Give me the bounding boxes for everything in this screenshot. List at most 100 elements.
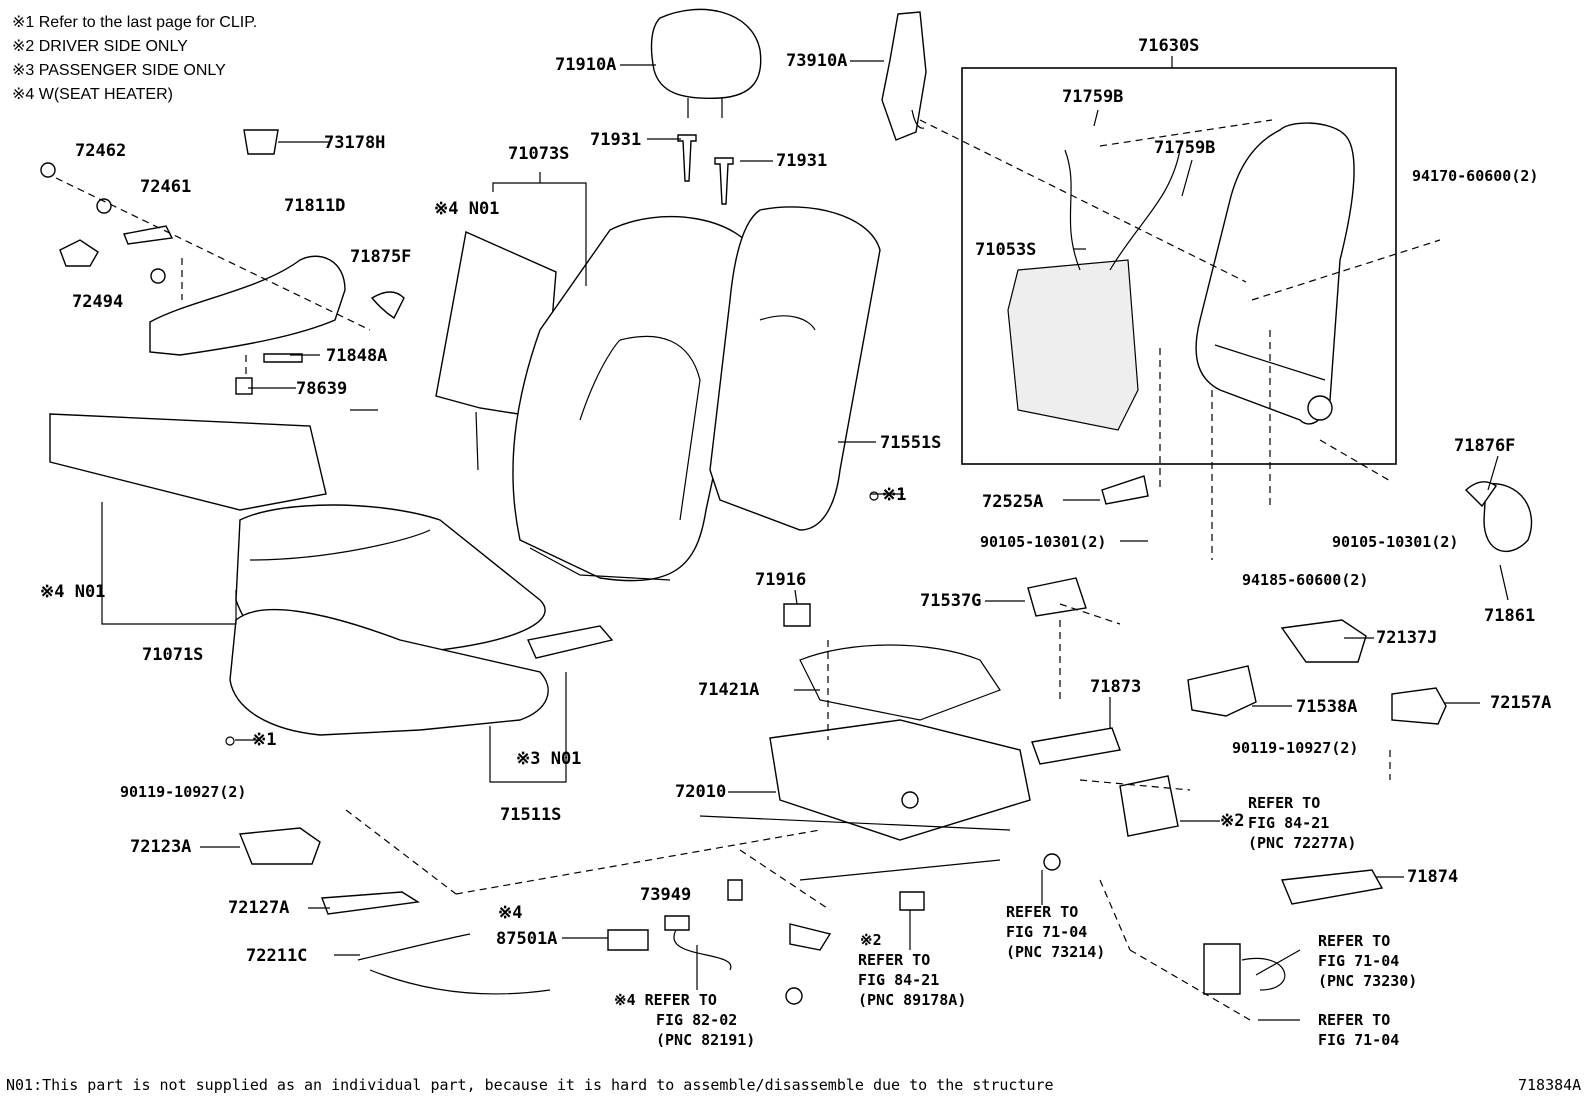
label-71511S[interactable]: 71511S [500, 805, 561, 825]
leader-lines [101, 60, 1509, 1021]
label-72137J[interactable]: 72137J [1376, 628, 1437, 648]
label-90105-10301-right[interactable]: 90105-10301(2) [1332, 533, 1458, 551]
label-71071S[interactable]: 71071S [142, 645, 203, 665]
label-71874[interactable]: 71874 [1407, 867, 1458, 887]
label-71421A[interactable]: 71421A [698, 680, 759, 700]
recliner-cover-drawing [40, 129, 405, 395]
svg-text:FIG 71-04: FIG 71-04 [1318, 952, 1399, 970]
svg-text:FIG 84-21: FIG 84-21 [858, 971, 939, 989]
label-72461[interactable]: 72461 [140, 177, 191, 197]
label-71876F[interactable]: 71876F [1454, 436, 1515, 456]
label-72462[interactable]: 72462 [75, 141, 126, 161]
svg-text:FIG 71-04: FIG 71-04 [1006, 923, 1087, 941]
note-clip: ※1 Refer to the last page for CLIP. [12, 14, 257, 31]
label-73910A[interactable]: 73910A [786, 51, 847, 71]
svg-text:(PNC 89178A): (PNC 89178A) [858, 991, 966, 1009]
svg-text:REFER TO: REFER TO [1248, 794, 1320, 812]
label-90105-10301-left[interactable]: 90105-10301(2) [980, 533, 1106, 551]
label-71551S[interactable]: 71551S [880, 433, 941, 453]
svg-text:REFER TO: REFER TO [858, 951, 930, 969]
dashed-lines [55, 119, 1441, 1021]
refer-fig71-04-73230[interactable]: REFER TO FIG 71-04 (PNC 73230) [1318, 932, 1417, 990]
cushion-pad-drawing [229, 608, 614, 736]
label-71910A[interactable]: 71910A [555, 55, 616, 75]
svg-text:(PNC 73230): (PNC 73230) [1318, 972, 1417, 990]
label-71916[interactable]: 71916 [755, 570, 806, 590]
label-71537G[interactable]: 71537G [920, 591, 981, 611]
label-71630S[interactable]: 71630S [1138, 36, 1199, 56]
note-passenger: ※3 PASSENGER SIDE ONLY [12, 62, 226, 79]
headrest-drawing [650, 8, 762, 118]
label-72157A[interactable]: 72157A [1490, 693, 1551, 713]
refer-fig82-02-82191[interactable]: ※4 REFER TO FIG 82-02 (PNC 82191) [614, 991, 755, 1049]
svg-text:(PNC 72277A): (PNC 72277A) [1248, 834, 1356, 852]
clip-icon [869, 491, 879, 501]
label-71759B-upper[interactable]: 71759B [1062, 87, 1123, 107]
label-72127A[interactable]: 72127A [228, 898, 289, 918]
note-driver: ※2 DRIVER SIDE ONLY [12, 38, 188, 55]
label-94185-60600[interactable]: 94185-60600(2) [1242, 571, 1368, 589]
label-72494[interactable]: 72494 [72, 292, 123, 312]
svg-text:FIG 84-21: FIG 84-21 [1248, 814, 1329, 832]
label-87501A[interactable]: 87501A [496, 929, 557, 949]
mark-driver-refer: ※2 [1220, 811, 1244, 831]
footer-note: N01:This part is not supplied as an indi… [6, 1076, 1054, 1094]
mark-clip-upper: ※1 [882, 485, 906, 505]
refer-fig84-21-89178A[interactable]: ※2 REFER TO FIG 84-21 (PNC 89178A) [858, 931, 966, 1009]
mark-n01-passenger: ※3 N01 [516, 749, 581, 769]
label-78639[interactable]: 78639 [296, 379, 347, 399]
label-71861[interactable]: 71861 [1484, 606, 1535, 626]
mark-n01-cushion: ※4 N01 [40, 582, 105, 602]
right-side-parts-drawing [783, 475, 1533, 995]
refer-fig84-21-72277A[interactable]: REFER TO FIG 84-21 (PNC 72277A) [1248, 794, 1356, 852]
label-72525A[interactable]: 72525A [982, 492, 1043, 512]
label-71931-right[interactable]: 71931 [776, 151, 827, 171]
notes-block: ※1 Refer to the last page for CLIP. ※2 D… [12, 14, 257, 103]
svg-text:REFER TO: REFER TO [1318, 932, 1390, 950]
svg-text:REFER TO: REFER TO [1006, 903, 1078, 921]
mark-clip-lower: ※1 [252, 730, 276, 750]
svg-text:※4 REFER TO: ※4 REFER TO [614, 991, 717, 1009]
svg-text:(PNC 82191): (PNC 82191) [656, 1031, 755, 1049]
label-90119-10927-right[interactable]: 90119-10927(2) [1232, 739, 1358, 757]
cushion-heater-drawing [49, 413, 327, 511]
mark-heater-87501A: ※4 [498, 903, 522, 923]
label-94170-60600[interactable]: 94170-60600(2) [1412, 167, 1538, 185]
side-airbag-drawing [881, 11, 927, 141]
svg-text:※2: ※2 [860, 931, 882, 949]
label-71848A[interactable]: 71848A [326, 346, 387, 366]
label-71053S[interactable]: 71053S [975, 240, 1036, 260]
label-73178H[interactable]: 73178H [324, 133, 385, 153]
refer-fig71-04[interactable]: REFER TO FIG 71-04 [1318, 1011, 1399, 1049]
seatback-cover-drawing [512, 215, 761, 582]
label-71811D[interactable]: 71811D [284, 196, 345, 216]
refer-blocks: REFER TO FIG 84-21 (PNC 72277A) REFER TO… [614, 794, 1417, 1049]
clip-icon [225, 736, 235, 746]
svg-text:FIG 82-02: FIG 82-02 [656, 1011, 737, 1029]
diagram-code: 718384A [1518, 1076, 1581, 1094]
label-71073S[interactable]: 71073S [508, 144, 569, 164]
frame-assembly-box [961, 56, 1397, 465]
svg-text:(PNC 73214): (PNC 73214) [1006, 943, 1105, 961]
label-71873[interactable]: 71873 [1090, 677, 1141, 697]
label-72123A[interactable]: 72123A [130, 837, 191, 857]
footer: N01:This part is not supplied as an indi… [6, 1076, 1581, 1094]
label-71538A[interactable]: 71538A [1296, 697, 1357, 717]
bottom-left-parts-drawing [239, 827, 1061, 1005]
label-71759B-lower[interactable]: 71759B [1154, 138, 1215, 158]
svg-text:REFER TO: REFER TO [1318, 1011, 1390, 1029]
seatback-pad-drawing [709, 206, 881, 531]
label-90119-10927-left[interactable]: 90119-10927(2) [120, 783, 246, 801]
refer-fig71-04-73214[interactable]: REFER TO FIG 71-04 (PNC 73214) [1006, 903, 1105, 961]
cushion-frame-drawing [699, 644, 1031, 881]
label-71875F[interactable]: 71875F [350, 247, 411, 267]
label-72211C[interactable]: 72211C [246, 946, 307, 966]
svg-text:FIG 71-04: FIG 71-04 [1318, 1031, 1399, 1049]
label-73949[interactable]: 73949 [640, 885, 691, 905]
label-71931-left[interactable]: 71931 [590, 130, 641, 150]
mark-n01-seatback: ※4 N01 [434, 199, 499, 219]
mark-labels: ※4 N01 ※4 N01 ※3 N01 ※1 ※1 ※4 ※2 [40, 199, 1244, 923]
label-72010[interactable]: 72010 [675, 782, 726, 802]
